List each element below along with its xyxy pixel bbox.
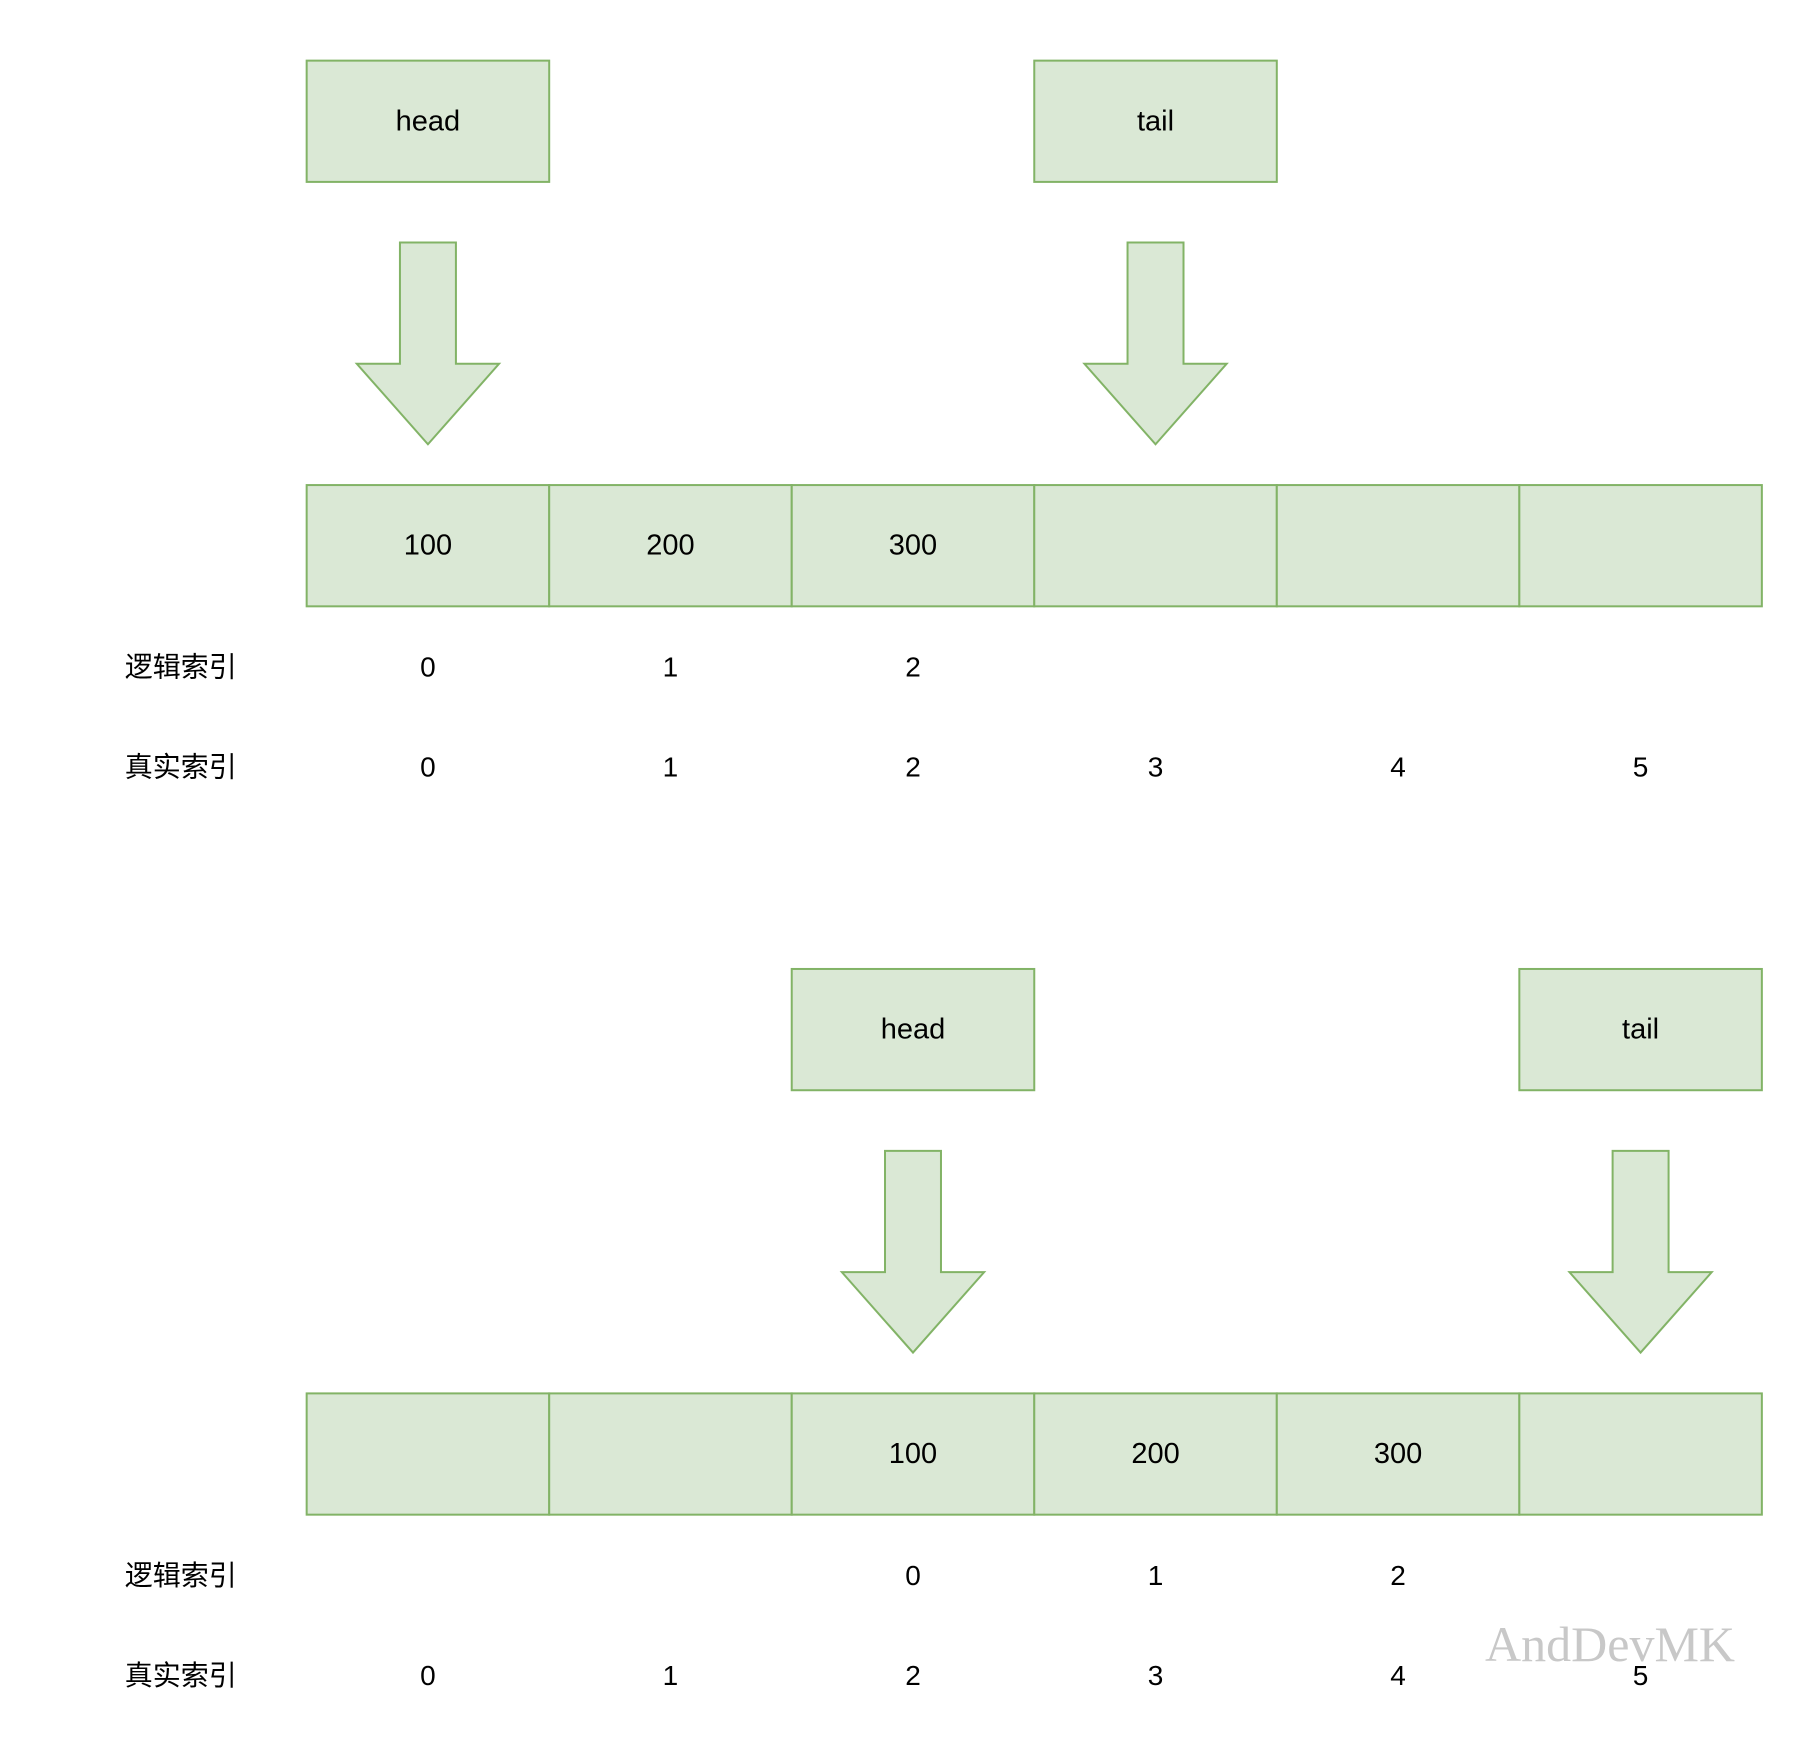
real-index-value: 4 [1390, 752, 1406, 783]
logical-index-value: 1 [663, 651, 679, 682]
pointer-label-head: head [396, 105, 461, 137]
real-index-value: 3 [1148, 752, 1164, 783]
real-index-value: 4 [1390, 1660, 1406, 1691]
array-cell [1033, 484, 1278, 608]
pointer-label-tail: tail [1137, 105, 1174, 137]
panel-2: head tail 100 200 300 逻辑索引 0 1 2 真实索引 0 1 2 3 4 5 [125, 967, 1763, 1692]
array-cell [1275, 1392, 1521, 1516]
logical-index-value: 2 [1390, 1560, 1406, 1591]
logical-index-value: 0 [420, 651, 436, 682]
array-cell [790, 484, 1036, 608]
array-cell [305, 484, 551, 608]
logical-index-value: 1 [1148, 1560, 1164, 1591]
pointer-tail: tail [1033, 59, 1278, 446]
watermark: AndDevMK [1485, 1616, 1735, 1672]
down-arrow-icon [354, 241, 502, 446]
array-cell-value: 200 [646, 530, 694, 562]
array-cell [790, 1392, 1036, 1516]
real-index-value: 5 [1633, 752, 1649, 783]
pointer-box-head [305, 59, 551, 183]
array-cell-value: 200 [1131, 1438, 1179, 1470]
array-cell-value: 300 [889, 530, 937, 562]
array-cells: 100 200 300 [305, 1392, 1763, 1516]
real-index-value: 2 [905, 1660, 921, 1691]
pointer-head: head [790, 967, 1036, 1355]
array-cells: 100 200 300 [305, 484, 1763, 608]
array-cell [548, 1392, 793, 1516]
logical-index-value: 2 [905, 651, 921, 682]
array-cell-value: 100 [404, 530, 452, 562]
pointer-head: head [305, 59, 551, 446]
real-index-value: 3 [1148, 1660, 1164, 1691]
real-index-value: 0 [420, 1660, 436, 1691]
pointer-box-tail [1518, 967, 1763, 1092]
down-arrow-icon [1082, 241, 1229, 446]
array-cell [1033, 1392, 1278, 1516]
real-index-value: 2 [905, 752, 921, 783]
pointer-box-head [790, 967, 1036, 1092]
real-index-label: 真实索引 [125, 751, 237, 784]
array-cell-value: 300 [1374, 1438, 1422, 1470]
logical-index-label: 逻辑索引 [125, 650, 237, 683]
array-cell [1518, 1392, 1763, 1516]
array-cell [1518, 484, 1763, 608]
array-cell [305, 1392, 551, 1516]
logical-index-label: 逻辑索引 [125, 1559, 237, 1592]
real-index-value: 5 [1633, 1660, 1649, 1691]
pointer-label-head: head [881, 1014, 946, 1046]
array-cell-value: 100 [889, 1438, 937, 1470]
array-cell [548, 484, 793, 608]
pointer-box-tail [1033, 59, 1278, 183]
panel-1: head tail 100 200 300 逻辑索引 0 1 2 真实索引 0 1 2 3 4 5 [125, 59, 1763, 784]
pointer-label-tail: tail [1622, 1014, 1659, 1046]
real-index-value: 0 [420, 752, 436, 783]
real-index-value: 1 [663, 752, 679, 783]
pointer-tail: tail [1518, 967, 1763, 1355]
down-arrow-icon [839, 1149, 987, 1355]
real-index-value: 1 [663, 1660, 679, 1691]
logical-index-value: 0 [905, 1560, 921, 1591]
down-arrow-icon [1567, 1149, 1714, 1355]
real-index-label: 真实索引 [125, 1659, 237, 1692]
array-cell [1275, 484, 1521, 608]
